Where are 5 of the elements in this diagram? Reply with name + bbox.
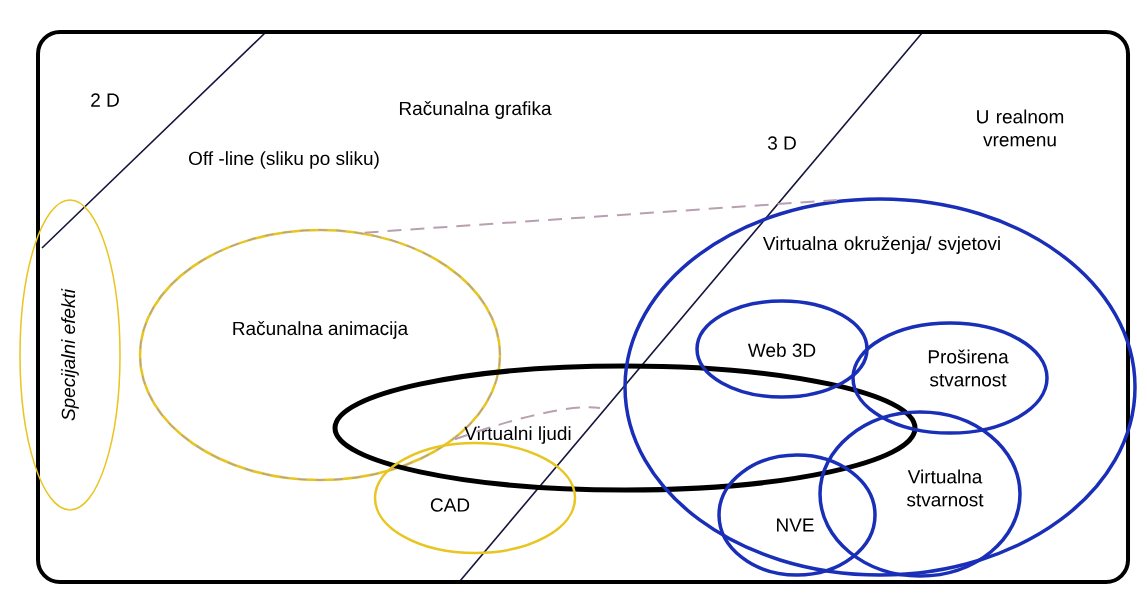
region-label: 3 D [767,136,796,150]
region-label: U realnom vremenu [977,109,1064,147]
region-label: 2 D [91,93,119,107]
connector-line [363,198,838,234]
region-label: Off -line (sliku po sliku) [189,151,379,169]
